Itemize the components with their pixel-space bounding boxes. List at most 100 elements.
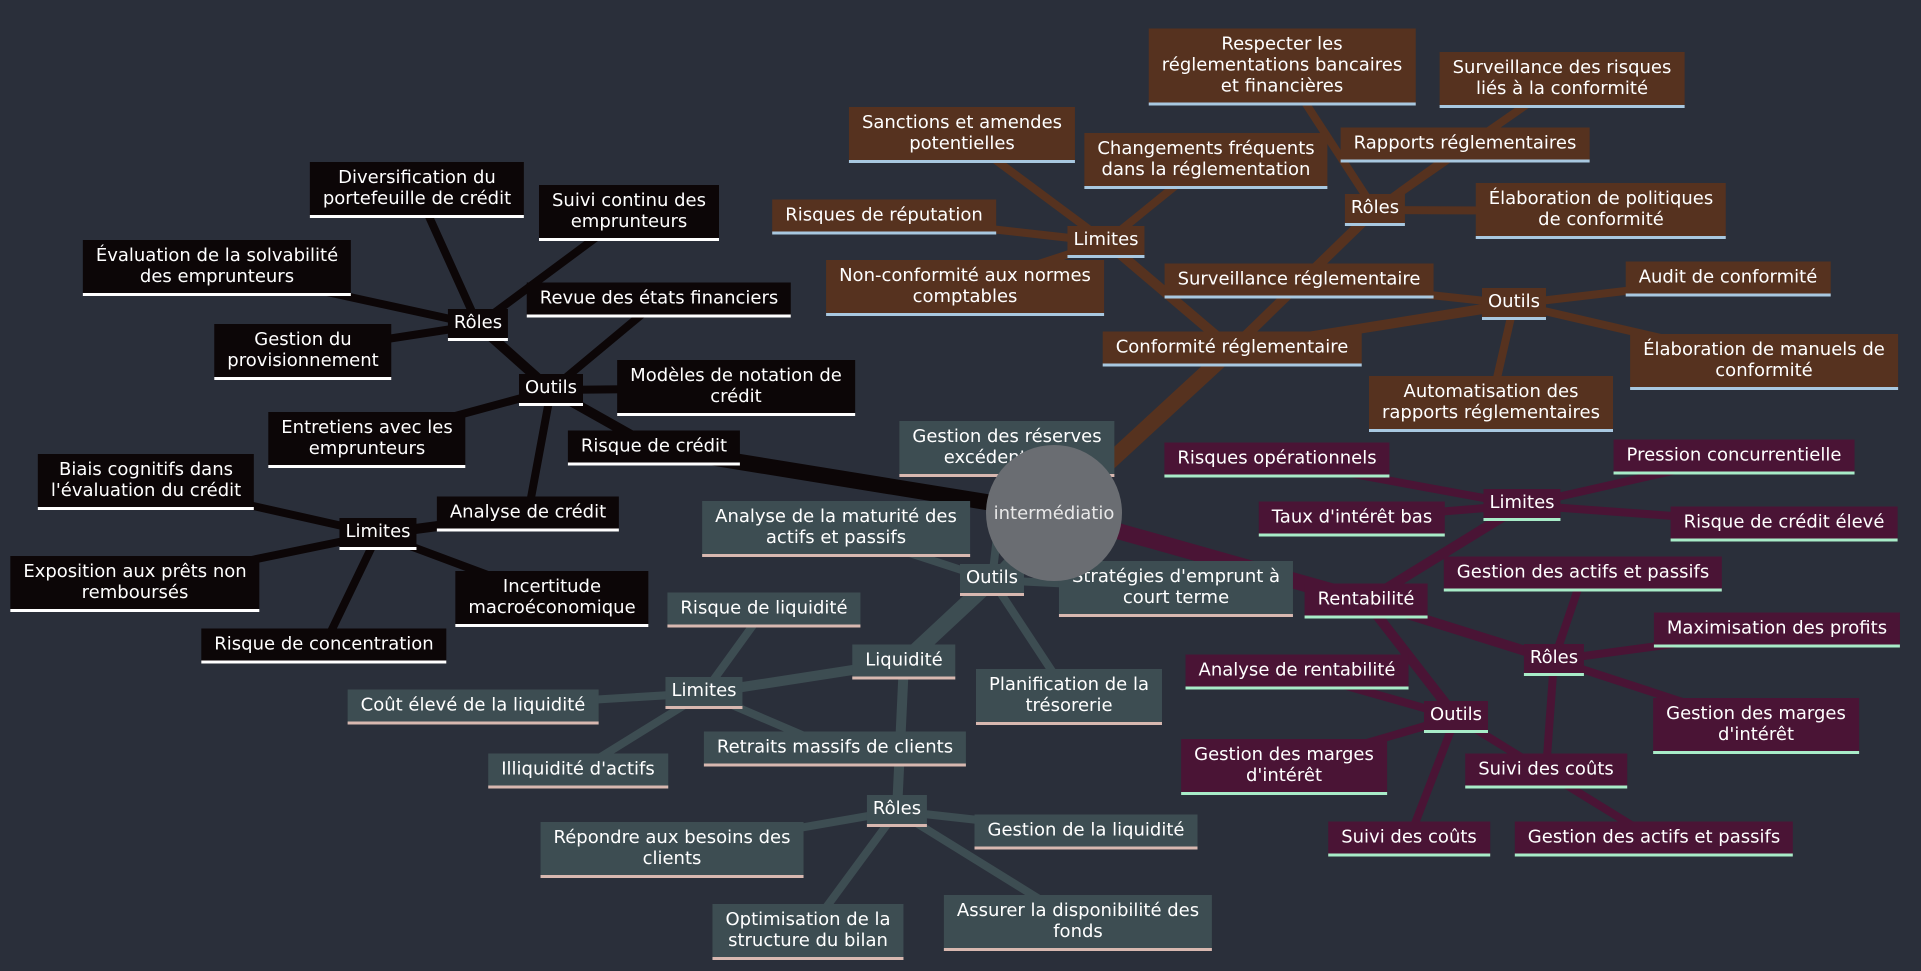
node-label-line: rapports réglementaires — [1382, 402, 1600, 423]
node-r-r1[interactable]: Gestion des actifs et passifs — [1443, 556, 1723, 592]
node-label-line: Diversification du — [338, 167, 496, 188]
node-c-roles[interactable]: Rôles — [447, 309, 509, 341]
node-label-line: Planification de la — [988, 674, 1150, 695]
node-label-line: conformité — [1715, 360, 1813, 381]
node-label-line: Changements fréquents — [1097, 138, 1315, 159]
node-c-l3[interactable]: Risque de concentration — [201, 628, 447, 664]
node-f-limites[interactable]: Limites — [1067, 226, 1145, 258]
node-r-l2[interactable]: Taux d'intérêt bas — [1258, 501, 1446, 537]
node-label-line: Respecter les — [1221, 33, 1343, 55]
edge-r-r4 — [1542, 656, 1558, 775]
node-c-limites[interactable]: Limites — [339, 518, 417, 550]
node-l-limites[interactable]: Limites — [665, 677, 743, 709]
node-label-line: provisionnement — [227, 350, 379, 371]
node-label-line: Répondre aux besoins des — [553, 827, 791, 848]
node-f-r3[interactable]: Rapports réglementaires — [1340, 127, 1590, 163]
node-label-line: structure du bilan — [728, 930, 888, 951]
node-r-r2[interactable]: Maximisation des profits — [1653, 612, 1901, 648]
node-label-line: Assurer la disponibilité des — [956, 900, 1200, 921]
node-r-roles[interactable]: Rôles — [1523, 644, 1585, 676]
node-label-line: Gestion du — [254, 329, 352, 350]
node-label-line: macroéconomique — [468, 597, 636, 618]
node-label-line: des emprunteurs — [139, 266, 295, 287]
node-r-r4[interactable]: Suivi des coûts — [1465, 753, 1627, 789]
node-label-line: Gestion des marges — [1666, 703, 1846, 724]
node-f-roles[interactable]: Rôles — [1344, 194, 1406, 226]
node-l-l3[interactable]: Illiquidité d'actifs — [488, 753, 668, 789]
node-label-line: Entretiens avec les — [281, 417, 453, 438]
node-l-l4[interactable]: Retraits massifs de clients — [703, 731, 967, 767]
node-f[interactable]: Conformité réglementaire — [1102, 331, 1362, 367]
node-label-line: Élaboration de politiques — [1488, 188, 1714, 209]
node-l-l1[interactable]: Risque de liquidité — [667, 592, 861, 628]
node-r-o3[interactable]: Suivi des coûts — [1328, 821, 1490, 857]
node-r-l3[interactable]: Pression concurrentielle — [1613, 439, 1855, 475]
node-label-line: fonds — [1053, 921, 1103, 942]
node-l-l2[interactable]: Coût élevé de la liquidité — [347, 689, 599, 725]
node-label-line: réglementations bancaires — [1161, 54, 1403, 76]
node-c-outils[interactable]: Outils — [518, 374, 584, 406]
node-r[interactable]: Rentabilité — [1304, 583, 1428, 619]
node-f-o1[interactable]: Surveillance réglementaire — [1164, 263, 1434, 299]
node-f-o2[interactable]: Audit de conformité — [1625, 261, 1831, 297]
node-label-line: Élaboration de manuels de — [1643, 339, 1885, 360]
node-r-l1[interactable]: Risques opérationnels — [1164, 442, 1390, 478]
node-label-line: Optimisation de la — [725, 909, 891, 930]
node-r-o4[interactable]: Gestion des actifs et passifs — [1514, 821, 1794, 857]
node-label-line: Surveillance des risques — [1452, 57, 1672, 78]
node-r-outils[interactable]: Outils — [1423, 701, 1489, 733]
node-label-line: Non-conformité aux normes — [839, 265, 1091, 286]
node-label-line: Automatisation des — [1403, 381, 1579, 402]
node-l[interactable]: Liquidité — [852, 644, 956, 680]
root-node[interactable]: intermédiatio — [986, 445, 1122, 581]
node-label-line: dans la réglementation — [1101, 159, 1311, 180]
node-c[interactable]: Risque de crédit — [567, 430, 741, 466]
node-c-o4[interactable]: Analyse de crédit — [436, 496, 620, 532]
node-label-line: crédit — [710, 386, 762, 407]
node-f-l3[interactable]: Risques de réputation — [772, 199, 996, 235]
edge-r-outils — [1361, 596, 1461, 722]
node-f-outils[interactable]: Outils — [1481, 288, 1547, 320]
node-label-line: comptables — [912, 286, 1018, 307]
node-label-line: liés à la conformité — [1475, 78, 1649, 99]
node-r-l4[interactable]: Risque de crédit élevé — [1670, 506, 1898, 542]
node-label-line: emprunteurs — [308, 438, 426, 459]
node-label-line: court terme — [1122, 587, 1230, 608]
node-label-line: Stratégies d'emprunt à — [1071, 566, 1281, 587]
node-r-limites[interactable]: Limites — [1483, 489, 1561, 521]
node-label-line: d'intérêt — [1717, 724, 1795, 745]
node-l-r2[interactable]: Gestion de la liquidité — [974, 814, 1198, 850]
node-label-line: trésorerie — [1025, 695, 1113, 716]
node-label-line: portefeuille de crédit — [322, 188, 512, 209]
node-label-line: emprunteurs — [570, 211, 688, 232]
node-r-o1[interactable]: Analyse de rentabilité — [1185, 654, 1409, 690]
node-l-roles[interactable]: Rôles — [866, 795, 928, 827]
node-c-o1[interactable]: Revue des états financiers — [526, 282, 792, 318]
node-l-outils[interactable]: Outils — [959, 564, 1025, 596]
